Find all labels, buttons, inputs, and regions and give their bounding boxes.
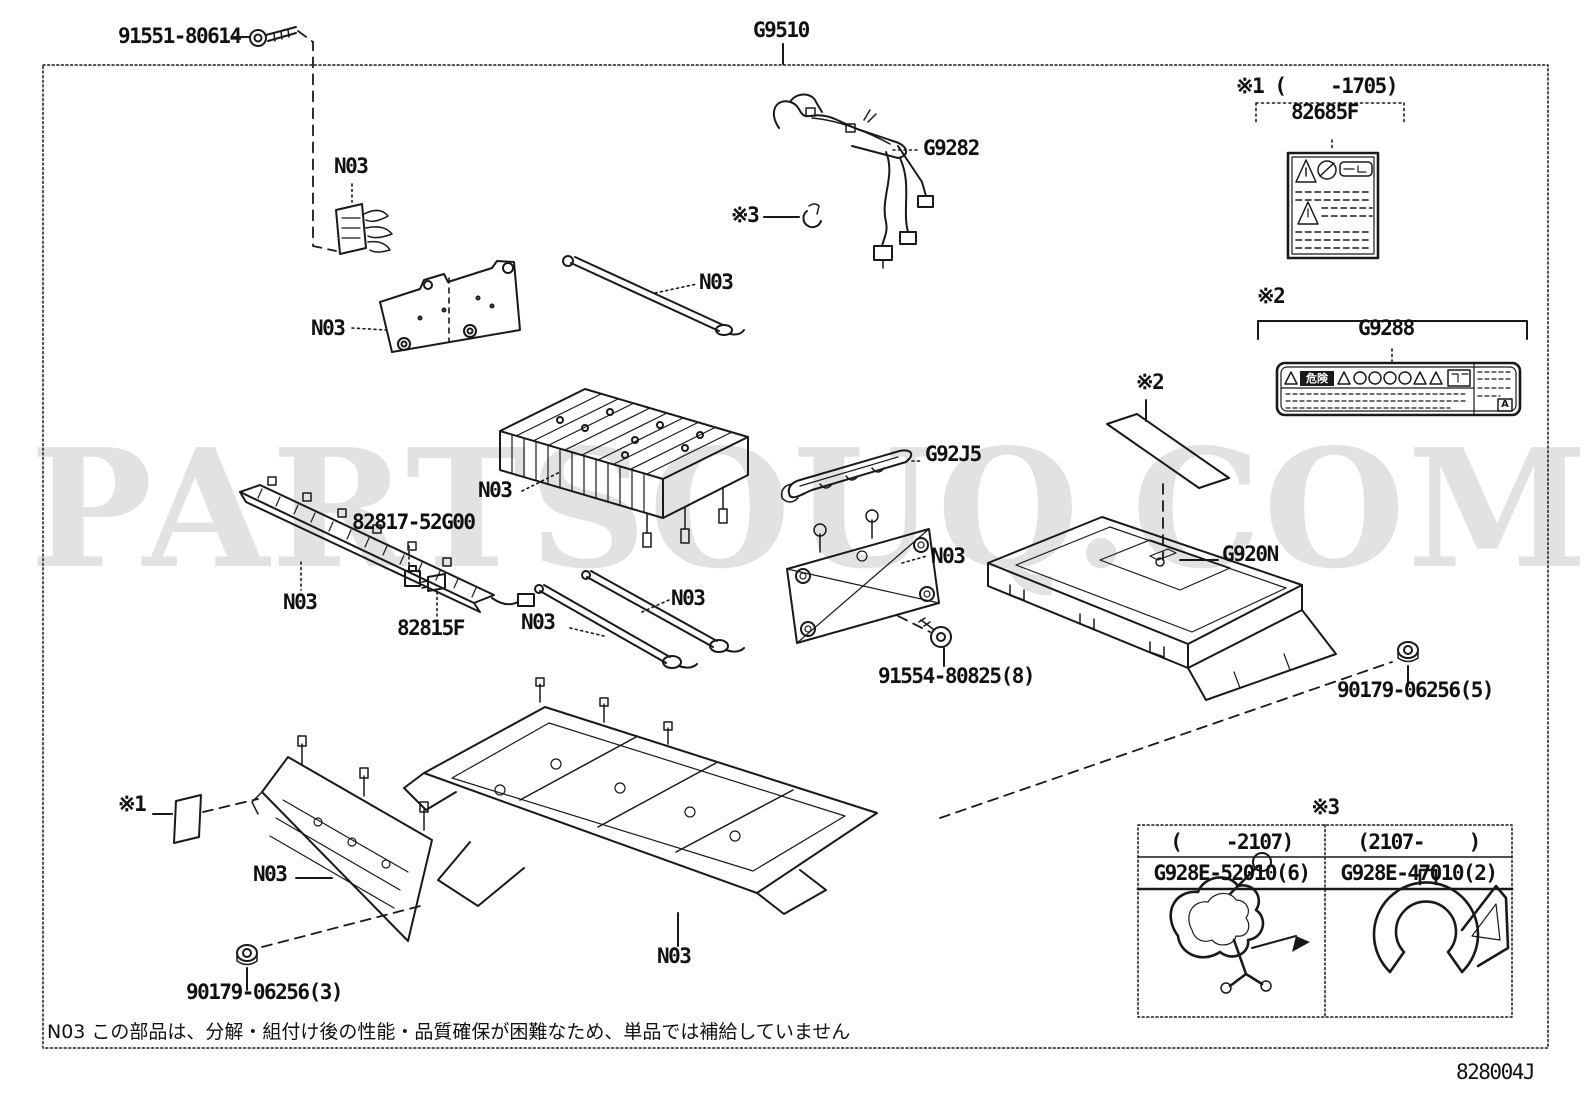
clip-ref3-drawing: [763, 203, 822, 229]
danger-word-label: 危険: [1306, 372, 1328, 385]
n03-callout-plate: N03: [311, 316, 346, 340]
part-callout-nut-5: 90179-06256(5): [1337, 678, 1495, 702]
table-clip-new-drawing: [1372, 868, 1510, 974]
table-clip-old-drawing: [1169, 852, 1310, 994]
table-col1-part: G928E-52010(6): [1153, 861, 1311, 885]
connector-n03-drawing: [335, 183, 393, 255]
part-callout-connector: 82815F: [397, 616, 465, 640]
n03-callout-frame: N03: [657, 944, 692, 968]
n03-callout-panel: N03: [253, 862, 288, 886]
rod-upper-drawing: [562, 255, 745, 336]
frame-n03-drawing: [403, 677, 878, 947]
part-callout-screw: 91551-80614: [118, 24, 242, 48]
carrier-g920n-drawing: [987, 516, 1337, 701]
plate-n03-drawing: [351, 260, 521, 353]
part-callout-spacer: G92J5: [925, 442, 982, 466]
part-callout-frame-wire-clip: 82817-52G00: [352, 510, 476, 534]
n03-callout-battery: N03: [478, 478, 513, 502]
n03-callout-rod-mid-lower: N03: [521, 610, 556, 634]
part-callout-harness: G9282: [923, 136, 980, 160]
n03-callout-bracket: N03: [931, 544, 966, 568]
rod-mid-lower-drawing: [534, 584, 698, 669]
table-col2-period: (2107- ): [1357, 830, 1481, 854]
footnote-text: N03 この部品は、分解・組付け後の性能・品質確保が困難なため、単品では補給して…: [47, 1021, 851, 1043]
caution-sticker-82685f: [1255, 102, 1405, 260]
n03-callout-rod-upper: N03: [699, 270, 734, 294]
part-callout-caution-label: 82685F: [1291, 100, 1359, 124]
busbar-frame-drawing: [239, 476, 535, 613]
connector-82815-drawing: [421, 573, 446, 617]
danger-sticker-g9288: [1257, 320, 1528, 417]
part-callout-danger-label: G9288: [1358, 316, 1415, 340]
nut-90179-5-drawing: [939, 641, 1419, 819]
rod-mid-upper-drawing: [581, 570, 745, 653]
bracket-n03-drawing: [786, 509, 940, 644]
battery-module-drawing: [499, 388, 749, 548]
part-callout-nut-3: 90179-06256(3): [186, 980, 344, 1004]
ref2-marker-strip: ※2: [1136, 370, 1165, 394]
label-strip-ref2-drawing: [1106, 399, 1230, 561]
drawing-code: 828004J: [1456, 1060, 1536, 1084]
table-col1-period: ( -2107): [1170, 830, 1294, 854]
cert-mark-label: A: [1501, 399, 1509, 410]
n03-callout-connector: N03: [334, 154, 369, 178]
ref1-marker-bottom: ※1: [118, 792, 147, 816]
part-callout-assembly: G9510: [753, 18, 810, 42]
n03-callout-rod-mid-upper: N03: [671, 586, 706, 610]
label-square-ref1-drawing: [152, 794, 259, 844]
clip-82817-drawing: [404, 545, 421, 587]
ref3-marker-top: ※3: [731, 203, 760, 227]
bolt-91554-drawing: [918, 617, 952, 667]
part-callout-bolt: 91554-80825(8): [878, 664, 1036, 688]
ref2-marker-right: ※2: [1257, 284, 1286, 308]
table-col2-part: G928E-47010(2): [1340, 861, 1498, 885]
diagram-border: [42, 64, 1549, 1049]
table-ref3-marker: ※3: [1311, 795, 1340, 819]
panel-n03-drawing: [251, 735, 433, 942]
harness-g9282-drawing: [772, 93, 934, 269]
screw-91551-drawing: [233, 26, 337, 252]
spacer-g92j5-drawing: [780, 449, 923, 503]
part-callout-carrier: G920N: [1222, 542, 1279, 566]
ref1-period-label: ※1 ( -1705): [1236, 74, 1398, 98]
n03-callout-busbar: N03: [283, 590, 318, 614]
nut-90179-3-drawing: [236, 904, 425, 991]
